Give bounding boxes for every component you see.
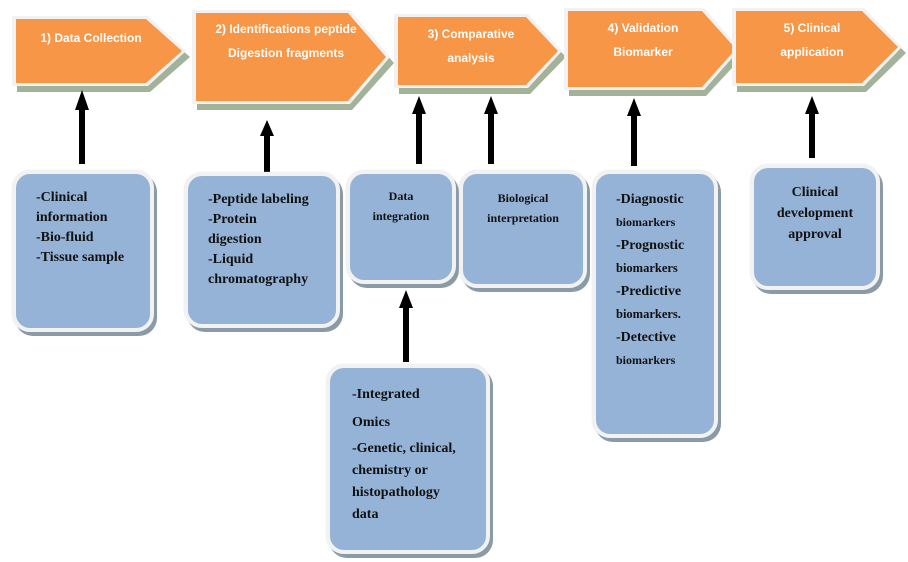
box-line: histopathology [352,485,440,500]
box-line: chromatography [208,272,309,287]
box-line: biomarkers [616,353,676,367]
box-line: -Bio-fluid [36,230,94,245]
box-line: digestion [208,232,262,247]
box-line: biomarkers. [616,307,681,321]
step-3-comparative-analysis: 3) Comparative analysis [394,12,566,94]
step-line: application [780,45,844,59]
box-line: -Tissue sample [36,250,125,265]
step-line: Biomarker [613,45,673,59]
step-line: analysis [447,51,495,65]
box-line: Biological [497,191,549,205]
box-line: biomarkers [616,261,678,275]
step-label: 1) Data Collection [16,26,166,50]
box-line: -Integrated [352,387,420,402]
box-line: data [352,507,379,522]
box-line: development [776,206,854,221]
box-line: interpretation [487,211,559,225]
step-2-identification: 2) Identifications peptide Digestion fra… [192,8,394,110]
step-line: 3) Comparative [427,27,515,41]
step-label: 4) Validation Biomarker [568,16,718,64]
step-label: 2) Identifications peptide Digestion fra… [196,17,376,65]
arrow-up-icon [399,290,413,362]
box-integrated-omics: -Integrated Omics -Genetic, clinical, ch… [326,364,490,554]
box-line: chemistry or [352,463,428,478]
chevron-shape [192,10,394,110]
chevron-shape [12,16,190,92]
box-biological-interpretation: Biological interpretation [459,170,587,288]
step-line: 2) Identifications peptide [215,22,357,36]
step-label: 5) Clinical application [736,16,888,64]
box-data-collection-details: -Clinical information -Bio-fluid -Tissue… [12,170,154,332]
box-line: -Peptide labeling [208,192,309,207]
box-line: -Clinical [36,190,88,205]
box-line: Clinical [791,185,839,200]
chevron-shape [394,14,566,94]
box-line: -Detective [616,330,676,345]
arrow-up-icon [484,96,498,164]
box-line: integration [372,209,430,223]
step-1-data-collection: 1) Data Collection [12,14,190,92]
arrow-up-icon [805,96,819,158]
box-validation-biomarkers: -Diagnostic biomarkers -Prognostic bioma… [592,170,718,438]
step-label: 3) Comparative analysis [398,22,544,70]
box-line: -Predictive [616,284,682,299]
box-line: -Prognostic [616,238,685,253]
arrow-up-icon [75,90,89,164]
box-identification-details: -Peptide labeling -Protein digestion -Li… [184,172,340,328]
box-line: information [36,210,108,225]
box-data-integration: Data integration [346,170,456,284]
box-line: Omics [352,415,391,430]
step-4-validation: 4) Validation Biomarker [564,6,744,96]
chevron-shape [732,8,906,92]
box-line: biomarkers [616,215,676,229]
chevron-shape [564,8,744,96]
arrow-up-icon [627,98,641,166]
box-line: -Diagnostic [616,192,684,207]
box-line: -Genetic, clinical, [352,441,456,456]
step-5-clinical-application: 5) Clinical application [732,6,906,92]
step-line: Digestion fragments [227,46,344,60]
step-line: 1) Data Collection [40,31,142,45]
box-clinical-development: Clinical development approval [750,164,880,290]
arrow-up-icon [260,120,274,174]
box-line: approval [788,227,842,242]
arrow-up-icon [412,96,426,164]
box-line: -Protein [208,212,257,227]
box-line: Data [388,189,414,203]
box-line: -Liquid [208,252,254,267]
step-line: 4) Validation [607,21,679,35]
step-line: 5) Clinical [783,21,841,35]
